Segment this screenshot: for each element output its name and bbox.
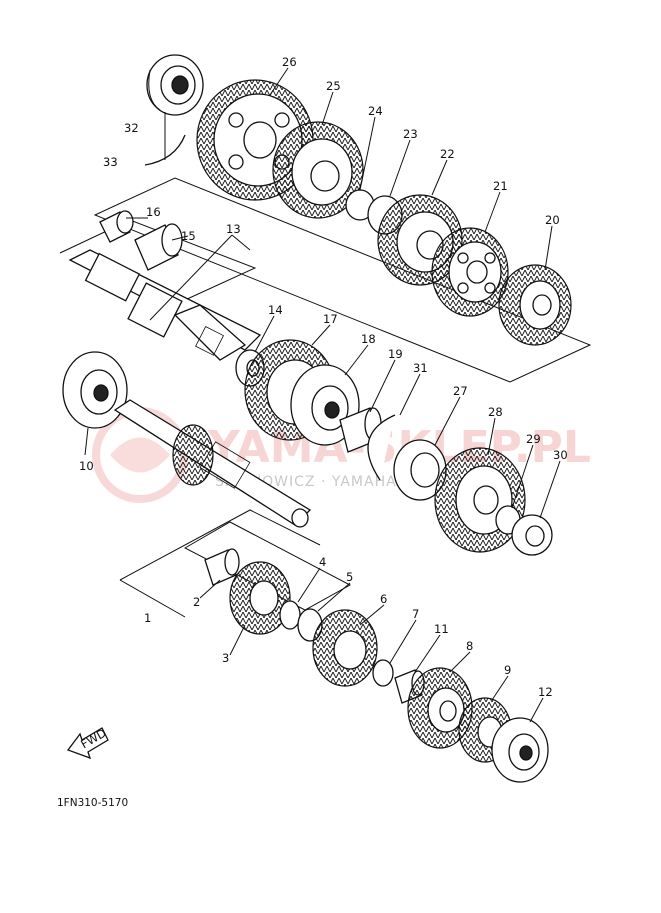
bearing-32 — [146, 54, 204, 116]
callout-29: 29 — [526, 432, 541, 446]
collar-2 — [204, 548, 240, 586]
callout-2: 2 — [193, 595, 200, 609]
drive-axle-1 — [113, 399, 312, 528]
callout-19: 19 — [388, 347, 403, 361]
callout-11: 11 — [434, 622, 449, 636]
callout-22: 22 — [440, 147, 455, 161]
callout-9: 9 — [504, 663, 511, 677]
callout-20: 20 — [545, 213, 560, 227]
bearing-12 — [491, 717, 549, 783]
callout-25: 25 — [326, 79, 341, 93]
leader-lines — [84, 67, 561, 723]
callout-6: 6 — [380, 592, 387, 606]
callout-7: 7 — [412, 607, 419, 621]
gear-21 — [431, 227, 509, 317]
callout-30: 30 — [553, 448, 568, 462]
callout-numbers: 32 33 26 25 24 23 22 21 20 16 15 13 14 1… — [79, 55, 568, 699]
bushing-15 — [134, 223, 183, 271]
washer-4 — [279, 600, 301, 630]
callout-17: 17 — [323, 312, 338, 326]
fwd-arrow-icon: FWD — [66, 726, 109, 760]
main-axle-frame — [59, 177, 592, 383]
callout-18: 18 — [361, 332, 376, 346]
diagram-code: 1FN310-5170 — [57, 797, 128, 809]
bearing-10 — [62, 351, 128, 429]
callout-33: 33 — [103, 155, 118, 169]
callout-26: 26 — [282, 55, 297, 69]
gear-3 — [229, 561, 291, 635]
callout-14: 14 — [268, 303, 283, 317]
circlip-31 — [367, 414, 396, 481]
callout-15: 15 — [181, 229, 196, 243]
main-axle-13 — [68, 249, 262, 361]
gear-20 — [498, 264, 572, 346]
callout-8: 8 — [466, 639, 473, 653]
callout-10: 10 — [79, 459, 94, 473]
callout-13: 13 — [226, 222, 241, 236]
callout-3: 3 — [222, 651, 229, 665]
callout-24: 24 — [368, 104, 383, 118]
callout-32: 32 — [124, 121, 139, 135]
bushing-16 — [99, 210, 134, 243]
callout-16: 16 — [146, 205, 161, 219]
callout-21: 21 — [493, 179, 508, 193]
callout-31: 31 — [413, 361, 428, 375]
nut-30 — [511, 514, 553, 556]
gear-6 — [312, 609, 378, 687]
callout-4: 4 — [319, 555, 326, 569]
gear-25 — [272, 121, 364, 219]
circlip-7 — [372, 659, 394, 687]
callout-23: 23 — [403, 127, 418, 141]
callout-28: 28 — [488, 405, 503, 419]
callout-1: 1 — [144, 611, 151, 625]
callout-12: 12 — [538, 685, 553, 699]
callout-27: 27 — [453, 384, 468, 398]
callout-5: 5 — [346, 570, 353, 584]
